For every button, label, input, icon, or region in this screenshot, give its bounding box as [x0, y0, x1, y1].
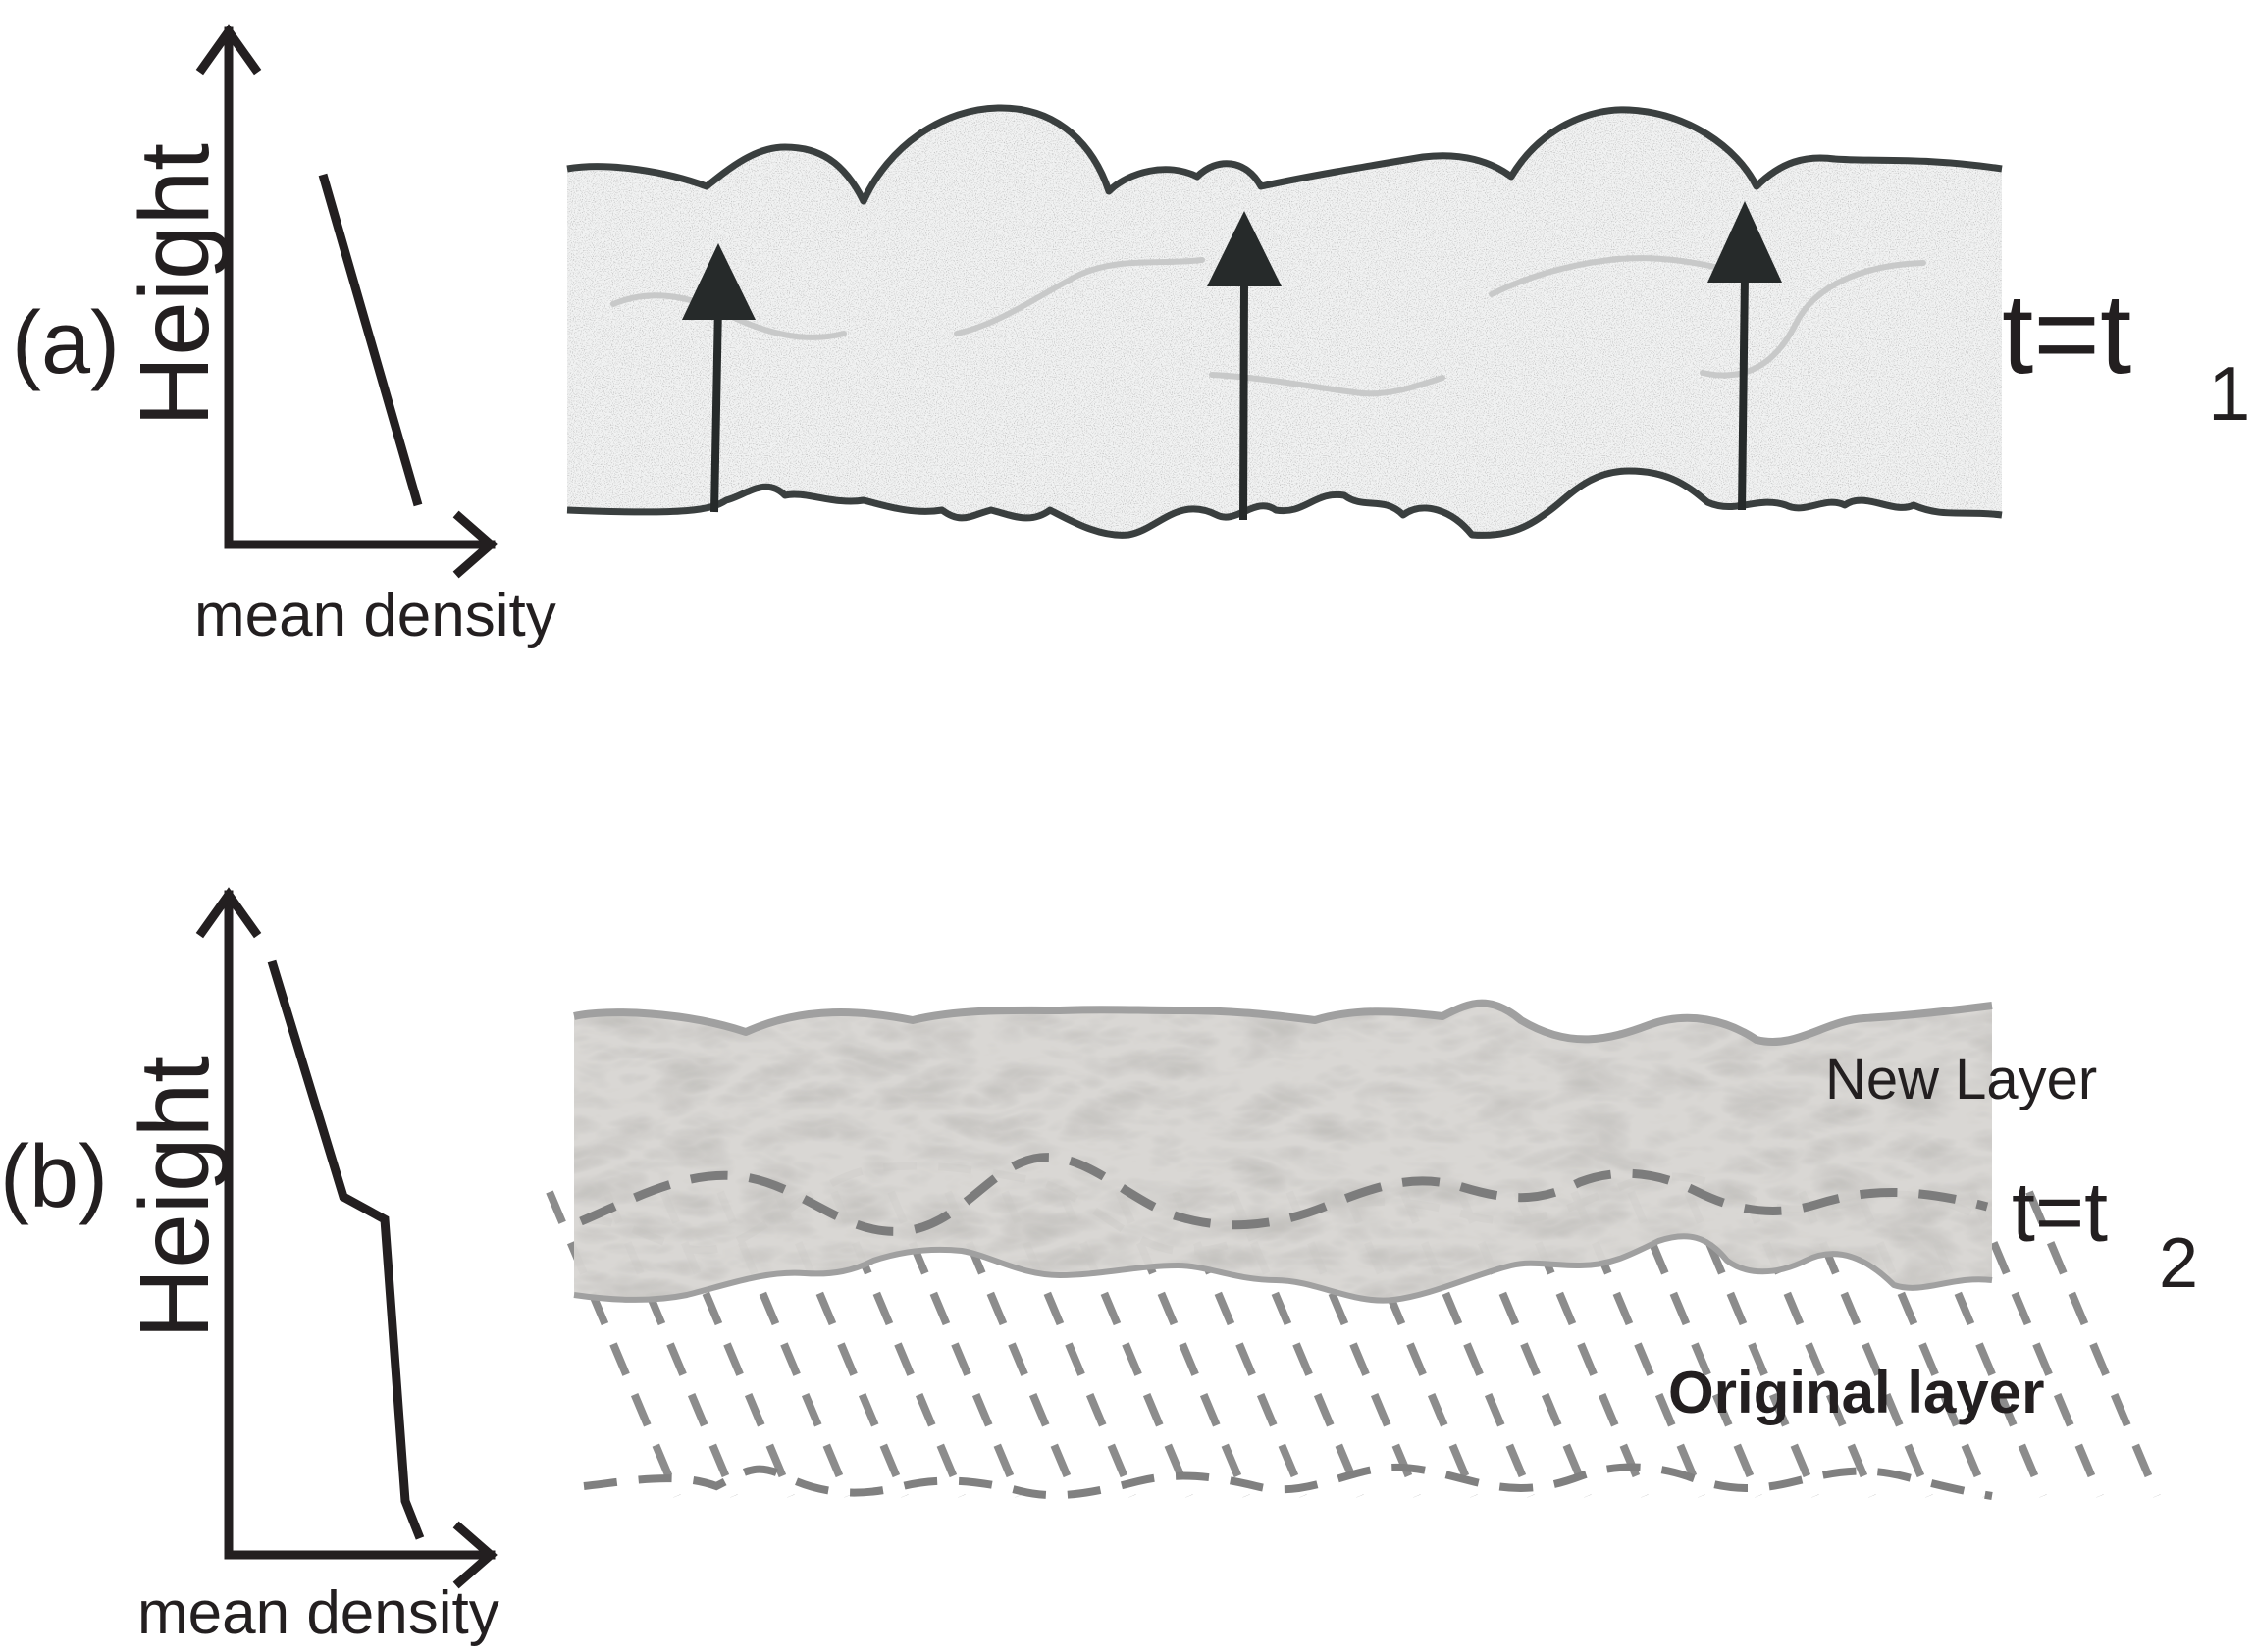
hatch-line	[546, 1190, 681, 1498]
panel-b-axes	[195, 887, 498, 1589]
panel-b-y-arrowhead	[195, 887, 262, 939]
panel-b-time-label: t=t 2	[2012, 1165, 2198, 1303]
original-layer-upper-wave	[579, 1153, 1989, 1236]
panel-b-time-prefix: t=t	[2012, 1165, 2108, 1260]
panel-b-x-arrowhead	[452, 1521, 498, 1589]
panel-b-time-subscript: 2	[2159, 1224, 2198, 1303]
panel-b-x-axis-label: mean density	[137, 1579, 499, 1647]
panel-a-x-arrowhead	[452, 510, 498, 579]
panel-a-time-prefix: t=t	[2002, 270, 2131, 397]
original-layer-label: Original layer	[1668, 1360, 2045, 1425]
growth-arrow-1	[682, 243, 756, 513]
panel-a-density-profile	[318, 173, 423, 507]
panel-a-time-subscript: 1	[2208, 350, 2250, 437]
panel-a-axes	[195, 24, 498, 579]
panel-b-density-profile	[267, 959, 425, 1540]
layer-a-top-outline	[566, 104, 2003, 205]
panel-b: (b) Height mean density New Layer t=t 2 …	[0, 887, 2198, 1647]
hatch-line	[1968, 1190, 2104, 1498]
original-layer-bottom-boundary	[583, 1463, 1993, 1500]
panel-a-x-axis-label: mean density	[194, 582, 556, 649]
layer-a-growth-arrows	[682, 201, 1782, 521]
panel-b-label: (b)	[0, 1128, 108, 1226]
layer-a	[566, 104, 2003, 539]
growth-arrow-3	[1707, 201, 1782, 511]
new-layer-marble-texture	[574, 1003, 1992, 1301]
hatch-line	[2025, 1190, 2161, 1498]
panel-a-time-label: t=t 1	[2002, 270, 2250, 437]
layer-a-bottom-outline	[566, 467, 2003, 539]
new-layer-bottom-outline	[573, 1233, 1993, 1304]
panel-a-y-axis-label: Height	[120, 143, 230, 427]
panel-a-y-arrowhead	[195, 24, 262, 76]
new-layer	[573, 999, 1993, 1304]
panel-a: (a) Height mean density	[12, 24, 2250, 649]
panel-b-y-axis-label: Height	[120, 1056, 230, 1339]
panel-a-label: (a)	[12, 294, 120, 392]
growth-arrow-2	[1207, 211, 1282, 521]
new-layer-label: New Layer	[1825, 1048, 2097, 1111]
new-layer-top-outline	[573, 999, 1993, 1046]
